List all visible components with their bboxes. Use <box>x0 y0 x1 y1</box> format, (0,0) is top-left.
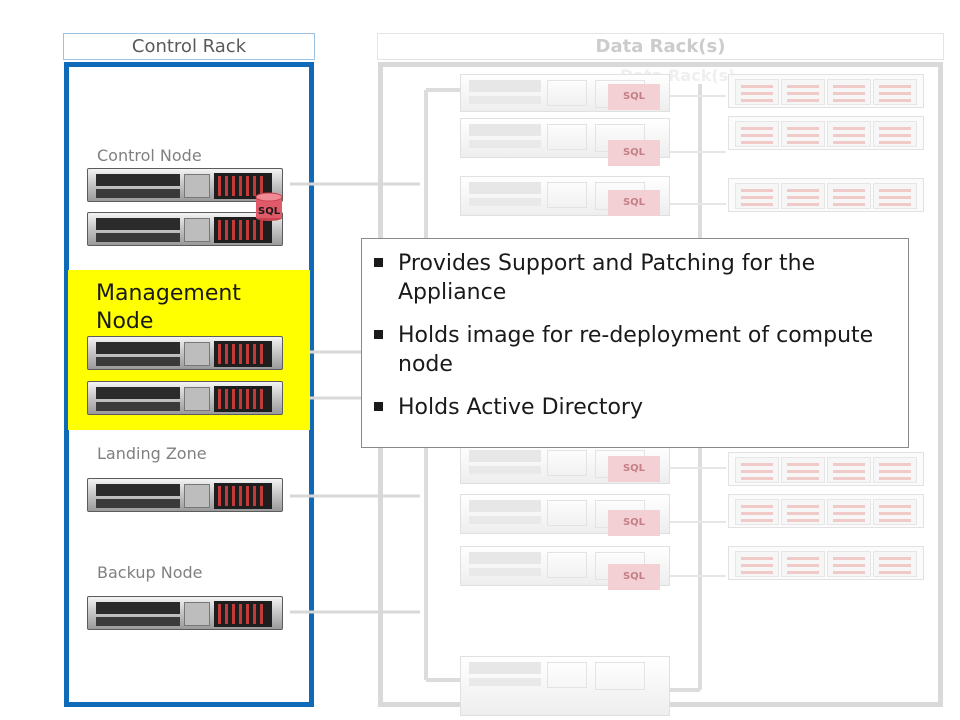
storage-array <box>728 116 924 150</box>
data-rack-header: Data Rack(s) <box>377 33 944 60</box>
sql-tag: SQL <box>608 140 660 166</box>
landing-zone-label: Landing Zone <box>97 444 207 463</box>
control-node-label: Control Node <box>97 146 202 165</box>
sql-tag: SQL <box>608 190 660 216</box>
sql-tag: SQL <box>608 84 660 110</box>
sql-tag: SQL <box>608 564 660 590</box>
storage-array <box>728 452 924 486</box>
spare-server <box>460 656 670 716</box>
management-node-server <box>87 381 283 415</box>
management-node-callout: Provides Support and Patching for the Ap… <box>361 238 909 448</box>
sql-tag: SQL <box>608 456 660 482</box>
callout-bullet: Provides Support and Patching for the Ap… <box>374 249 892 307</box>
storage-array <box>728 494 924 528</box>
sql-database-label: SQL <box>258 206 281 217</box>
landing-zone-server <box>87 478 283 512</box>
storage-array <box>728 74 924 108</box>
control-rack <box>64 62 314 707</box>
control-rack-header: Control Rack <box>63 33 315 60</box>
callout-bullet: Holds image for re-deployment of compute… <box>374 321 892 379</box>
backup-node-label: Backup Node <box>97 563 203 582</box>
sql-tag: SQL <box>608 510 660 536</box>
management-node-server <box>87 336 283 370</box>
compute-server <box>460 118 670 158</box>
callout-bullet: Holds Active Directory <box>374 393 892 422</box>
storage-array <box>728 178 924 212</box>
management-node-label: Management Node <box>96 281 241 334</box>
storage-array <box>728 546 924 580</box>
control-node-server <box>87 212 283 246</box>
backup-node-server <box>87 596 283 630</box>
sql-database-icon <box>255 192 283 221</box>
